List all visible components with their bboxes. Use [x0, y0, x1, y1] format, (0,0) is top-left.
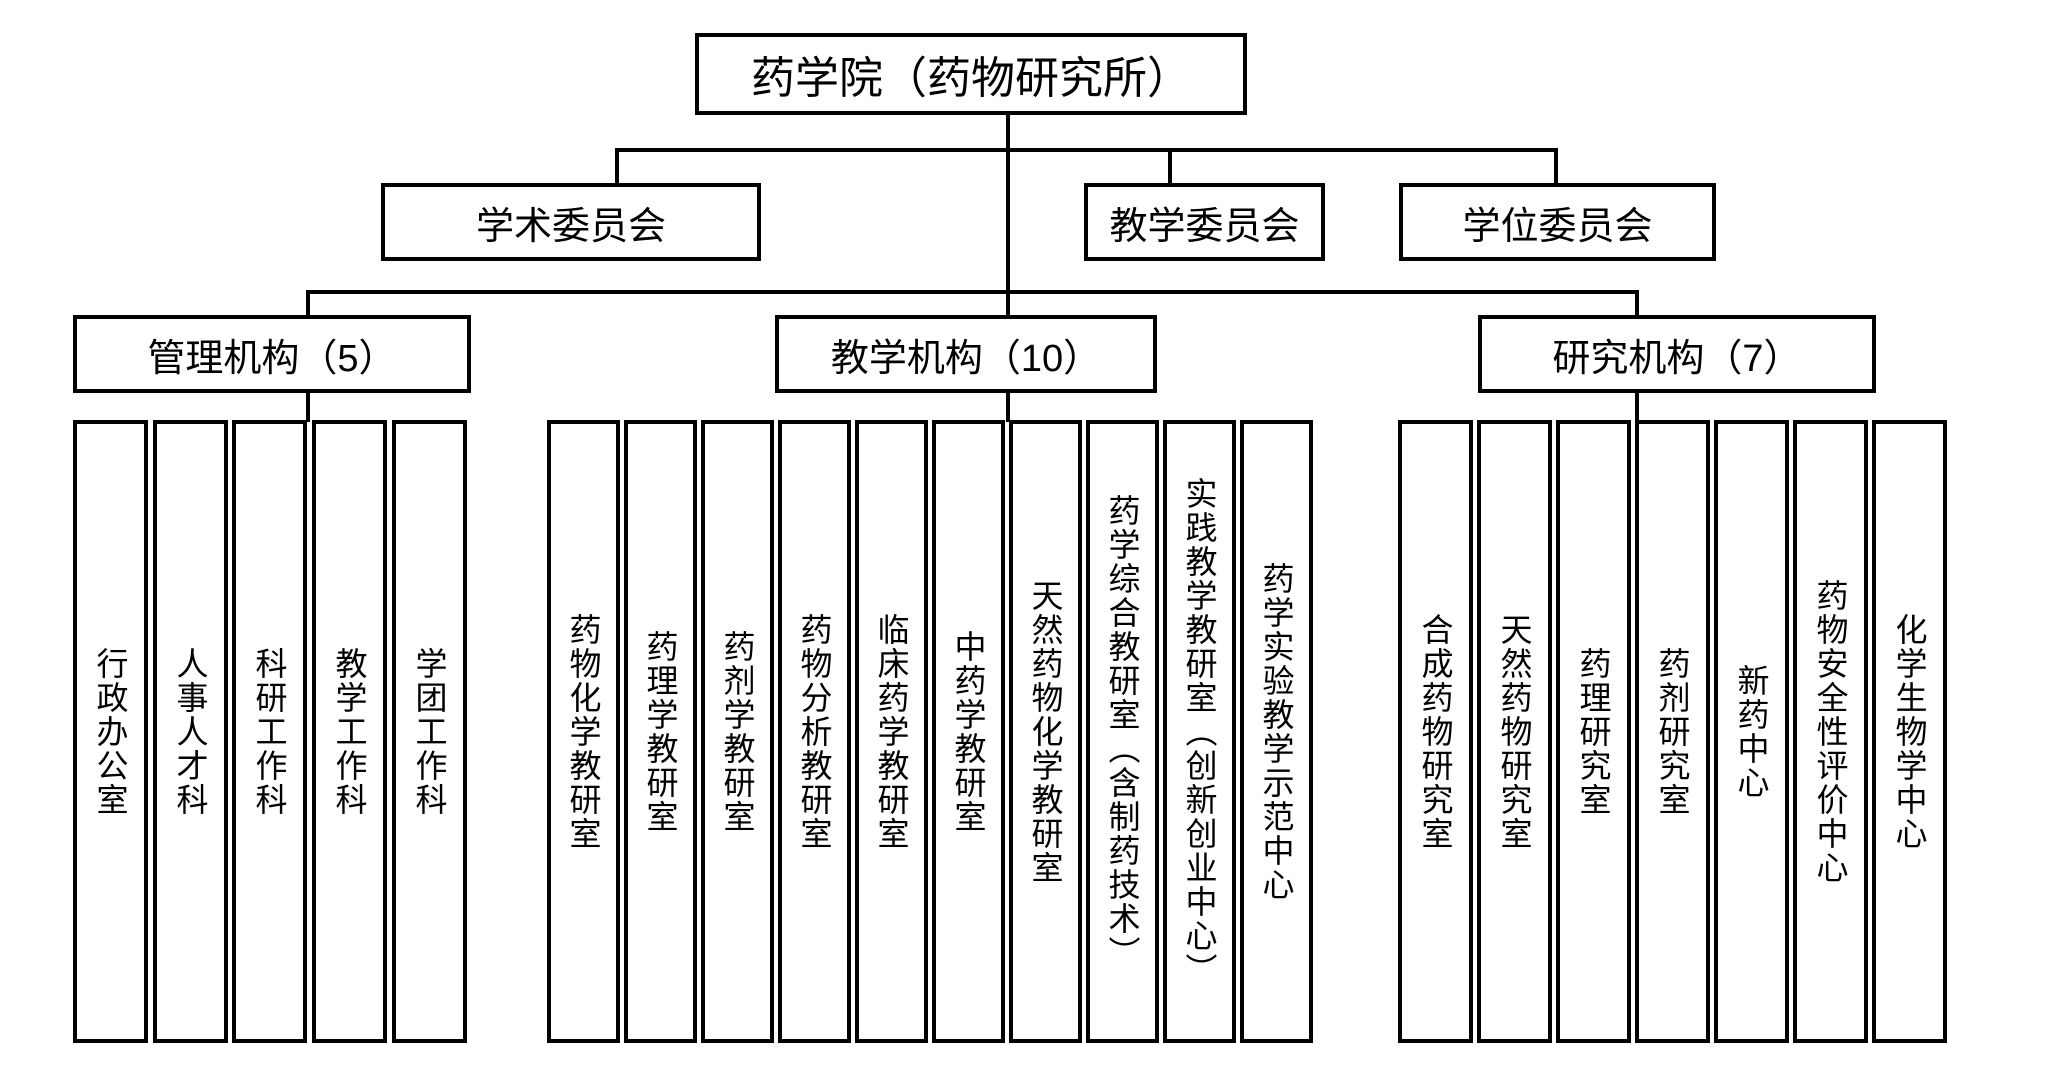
leaf-label: 药理研究室 [1575, 646, 1612, 817]
node-root: 药学院（药物研究所） [695, 33, 1247, 115]
node-committee-degree: 学位委员会 [1399, 183, 1716, 261]
connector-root-vertical [1006, 115, 1010, 317]
leaf-node: 药剂学教研室 [701, 420, 774, 1043]
leaf-label: 临床药学教研室 [873, 612, 910, 851]
leaf-label: 实践教学教研室（创新创业中心） [1181, 476, 1218, 987]
node-root-label: 药学院（药物研究所） [751, 54, 1191, 103]
committee-label: 学术委员会 [475, 205, 666, 248]
connector-drop-management [306, 290, 310, 317]
leaf-node: 药剂研究室 [1635, 420, 1710, 1043]
leaf-node: 药学综合教研室（含制药技术） [1086, 420, 1159, 1043]
leaf-label: 药理学教研室 [642, 629, 679, 834]
connector-level2-horizontal [306, 290, 1639, 294]
leaf-node: 临床药学教研室 [855, 420, 928, 1043]
leaf-label: 药物安全性评价中心 [1812, 578, 1849, 885]
leaf-label: 天然药物化学教研室 [1027, 578, 1064, 885]
leaf-node: 学团工作科 [392, 420, 467, 1043]
branch-label: 研究机构（7） [1552, 337, 1802, 380]
node-committee-teaching: 教学委员会 [1084, 183, 1325, 261]
leaf-label: 药剂学教研室 [719, 629, 756, 834]
leaf-node: 药理研究室 [1556, 420, 1631, 1043]
leaf-node: 实践教学教研室（创新创业中心） [1163, 420, 1236, 1043]
leaf-node: 合成药物研究室 [1398, 420, 1473, 1043]
leaf-node: 天然药物研究室 [1477, 420, 1552, 1043]
connector-level1-horizontal [615, 148, 1558, 152]
leaf-node: 教学工作科 [312, 420, 387, 1043]
branch-label: 教学机构（10） [830, 337, 1102, 380]
leaf-label: 教学工作科 [331, 646, 368, 817]
leaf-label: 中药学教研室 [950, 629, 987, 834]
leaf-node: 药物分析教研室 [778, 420, 851, 1043]
leaf-node: 药物安全性评价中心 [1793, 420, 1868, 1043]
leaf-label: 科研工作科 [251, 646, 288, 817]
connector-sub-teaching [1006, 391, 1010, 422]
node-branch-research: 研究机构（7） [1478, 315, 1876, 393]
leaf-node: 化学生物学中心 [1872, 420, 1947, 1043]
leaf-label: 合成药物研究室 [1417, 612, 1454, 851]
connector-drop-degree [1554, 148, 1558, 185]
leaf-label: 行政办公室 [92, 646, 129, 817]
leaf-node: 药学实验教学示范中心 [1240, 420, 1313, 1043]
leaf-label: 人事人才科 [172, 646, 209, 817]
leaf-label: 天然药物研究室 [1496, 612, 1533, 851]
connector-drop-teaching-cmte [1168, 148, 1172, 185]
leaf-label: 药剂研究室 [1654, 646, 1691, 817]
node-committee-academic: 学术委员会 [381, 183, 761, 261]
node-branch-teaching: 教学机构（10） [775, 315, 1157, 393]
connector-sub-management [306, 391, 310, 422]
connector-sub-research [1635, 391, 1639, 422]
connector-drop-academic [615, 148, 619, 185]
committee-label: 教学委员会 [1109, 205, 1300, 248]
leaf-label: 药学实验教学示范中心 [1258, 561, 1295, 902]
leaf-node: 人事人才科 [153, 420, 228, 1043]
leaf-node: 科研工作科 [232, 420, 307, 1043]
leaf-node: 行政办公室 [73, 420, 148, 1043]
connector-drop-research [1635, 290, 1639, 317]
leaf-label: 新药中心 [1733, 663, 1770, 800]
leaf-node: 药物化学教研室 [547, 420, 620, 1043]
leaf-label: 化学生物学中心 [1891, 612, 1928, 851]
branch-label: 管理机构（5） [147, 337, 397, 380]
leaf-label: 学团工作科 [411, 646, 448, 817]
leaf-node: 中药学教研室 [932, 420, 1005, 1043]
leaf-node: 新药中心 [1714, 420, 1789, 1043]
leaf-node: 药理学教研室 [624, 420, 697, 1043]
leaf-label: 药学综合教研室（含制药技术） [1104, 493, 1141, 970]
committee-label: 学位委员会 [1462, 205, 1653, 248]
leaf-label: 药物化学教研室 [565, 612, 602, 851]
leaf-node: 天然药物化学教研室 [1009, 420, 1082, 1043]
leaf-label: 药物分析教研室 [796, 612, 833, 851]
node-branch-management: 管理机构（5） [73, 315, 471, 393]
